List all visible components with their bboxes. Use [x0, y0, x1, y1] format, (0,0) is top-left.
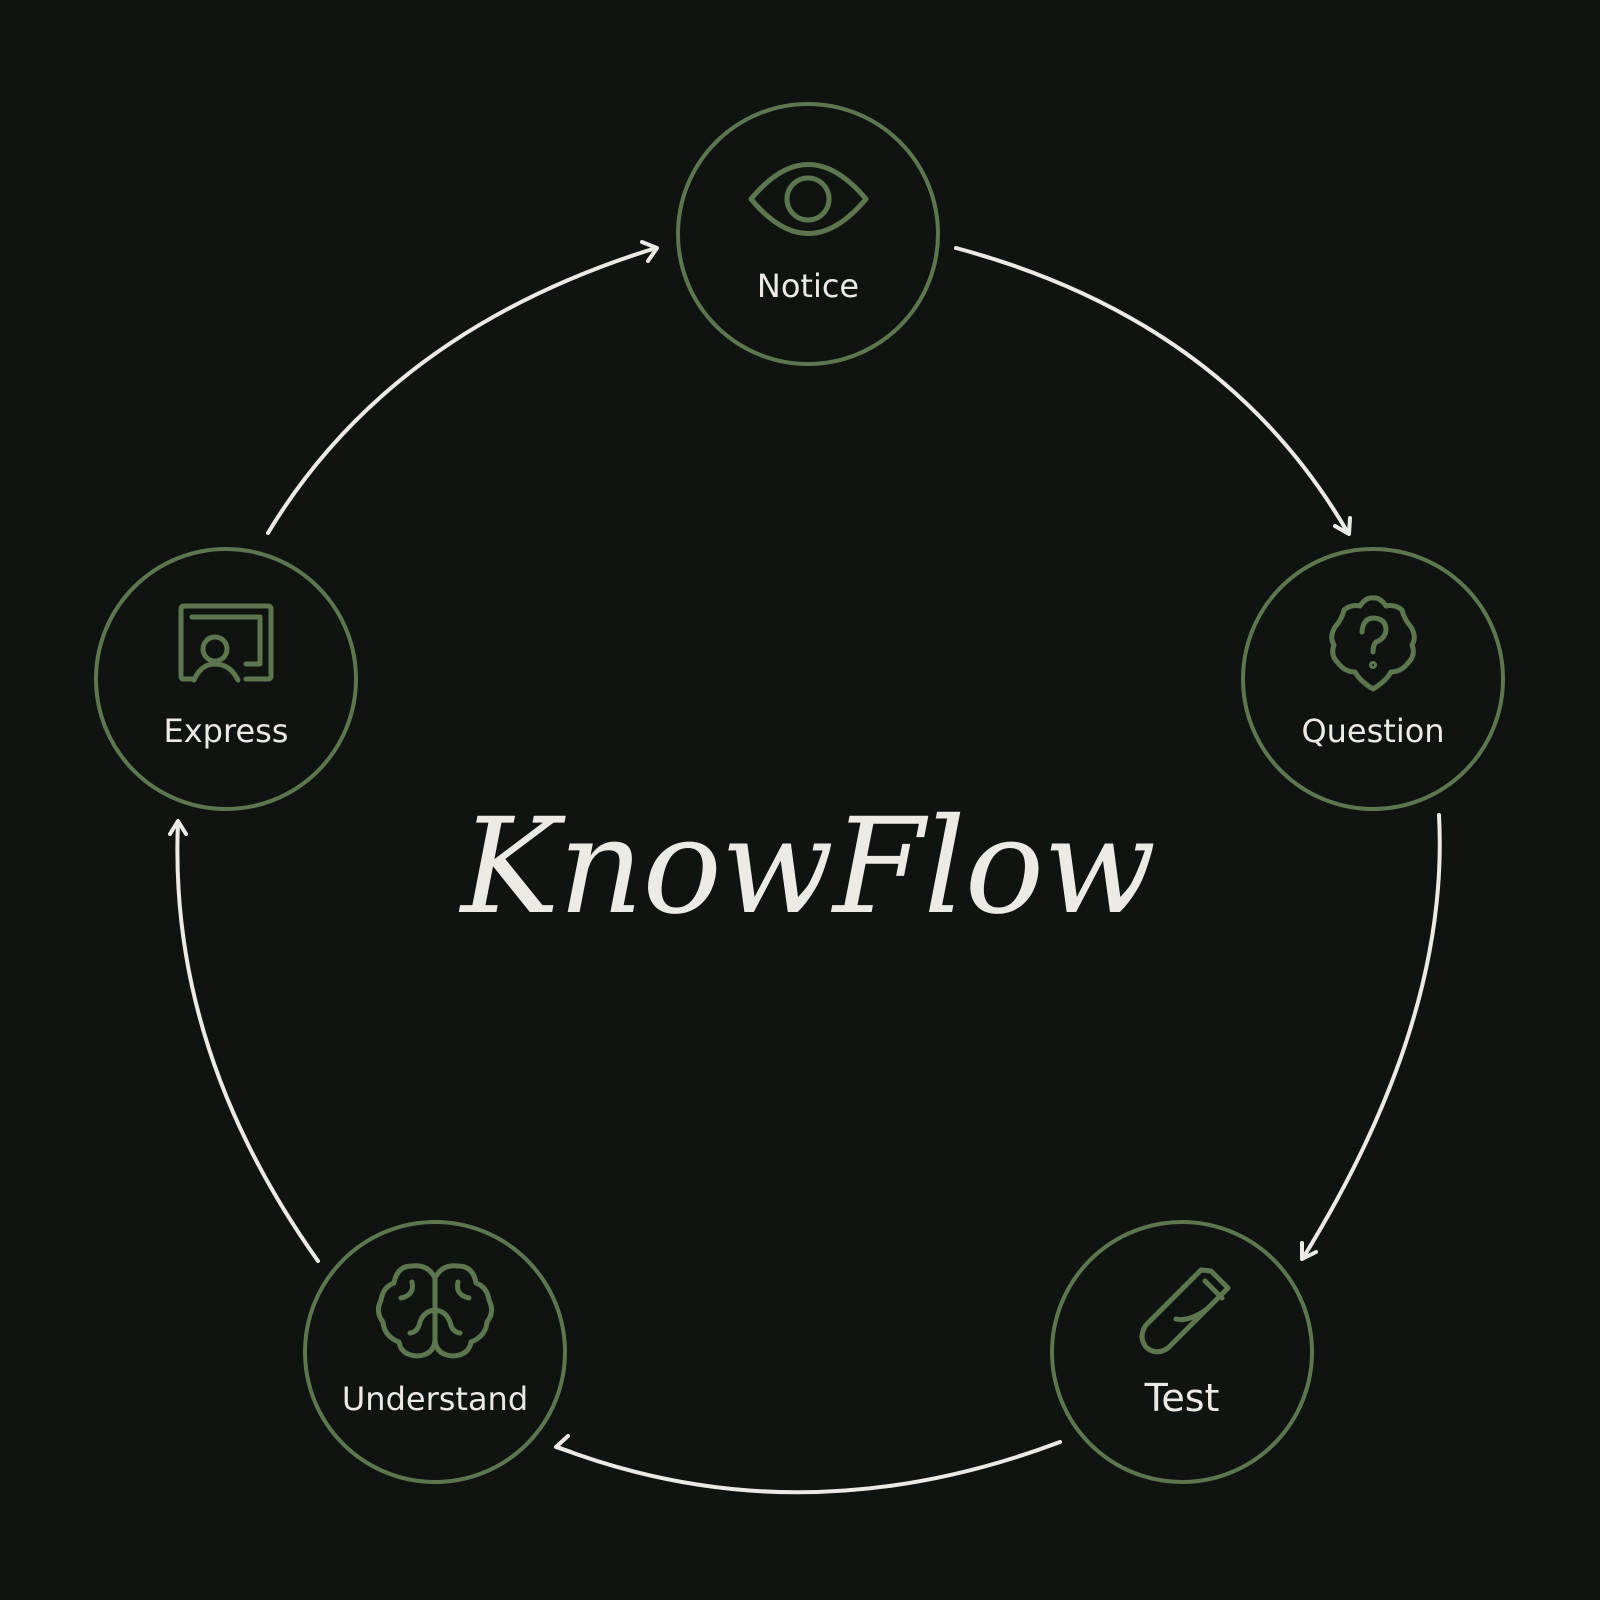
arrow-question-to-test: [1301, 813, 1442, 1260]
step-test: Test: [1050, 1220, 1314, 1484]
step-label: Notice: [757, 267, 859, 305]
step-question: Question: [1241, 547, 1505, 811]
step-ring: [1050, 1220, 1314, 1484]
question-badge-icon: [1329, 595, 1417, 692]
arrow-express-to-notice: [266, 246, 658, 535]
step-label: Test: [1144, 1376, 1220, 1420]
cycle-arrows: [168, 240, 1442, 1495]
arrowhead-understand: [554, 1434, 573, 1454]
step-understand: Understand: [303, 1220, 567, 1484]
step-ring: [303, 1220, 567, 1484]
arrow-understand-to-express: [175, 820, 320, 1263]
presenter-board-icon: [178, 603, 274, 683]
step-label: Question: [1301, 712, 1444, 750]
arrowhead-question: [1333, 516, 1352, 536]
step-ring: [676, 102, 940, 366]
step-express: Express: [94, 547, 358, 811]
arrowhead-express: [168, 819, 188, 836]
brain-icon: [375, 1263, 495, 1359]
step-ring: [1241, 547, 1505, 811]
step-label: Express: [164, 712, 289, 750]
test-tube-icon: [1139, 1267, 1231, 1355]
arrowhead-notice: [640, 240, 659, 263]
diagram-title: KnowFlow: [459, 790, 1155, 944]
step-label: Understand: [342, 1380, 528, 1418]
arrow-notice-to-question: [954, 246, 1350, 535]
arrowhead-test: [1300, 1241, 1318, 1261]
step-ring: [94, 547, 358, 811]
arrow-test-to-understand: [555, 1440, 1062, 1495]
step-notice: Notice: [676, 102, 940, 366]
eye-icon: [748, 162, 869, 236]
